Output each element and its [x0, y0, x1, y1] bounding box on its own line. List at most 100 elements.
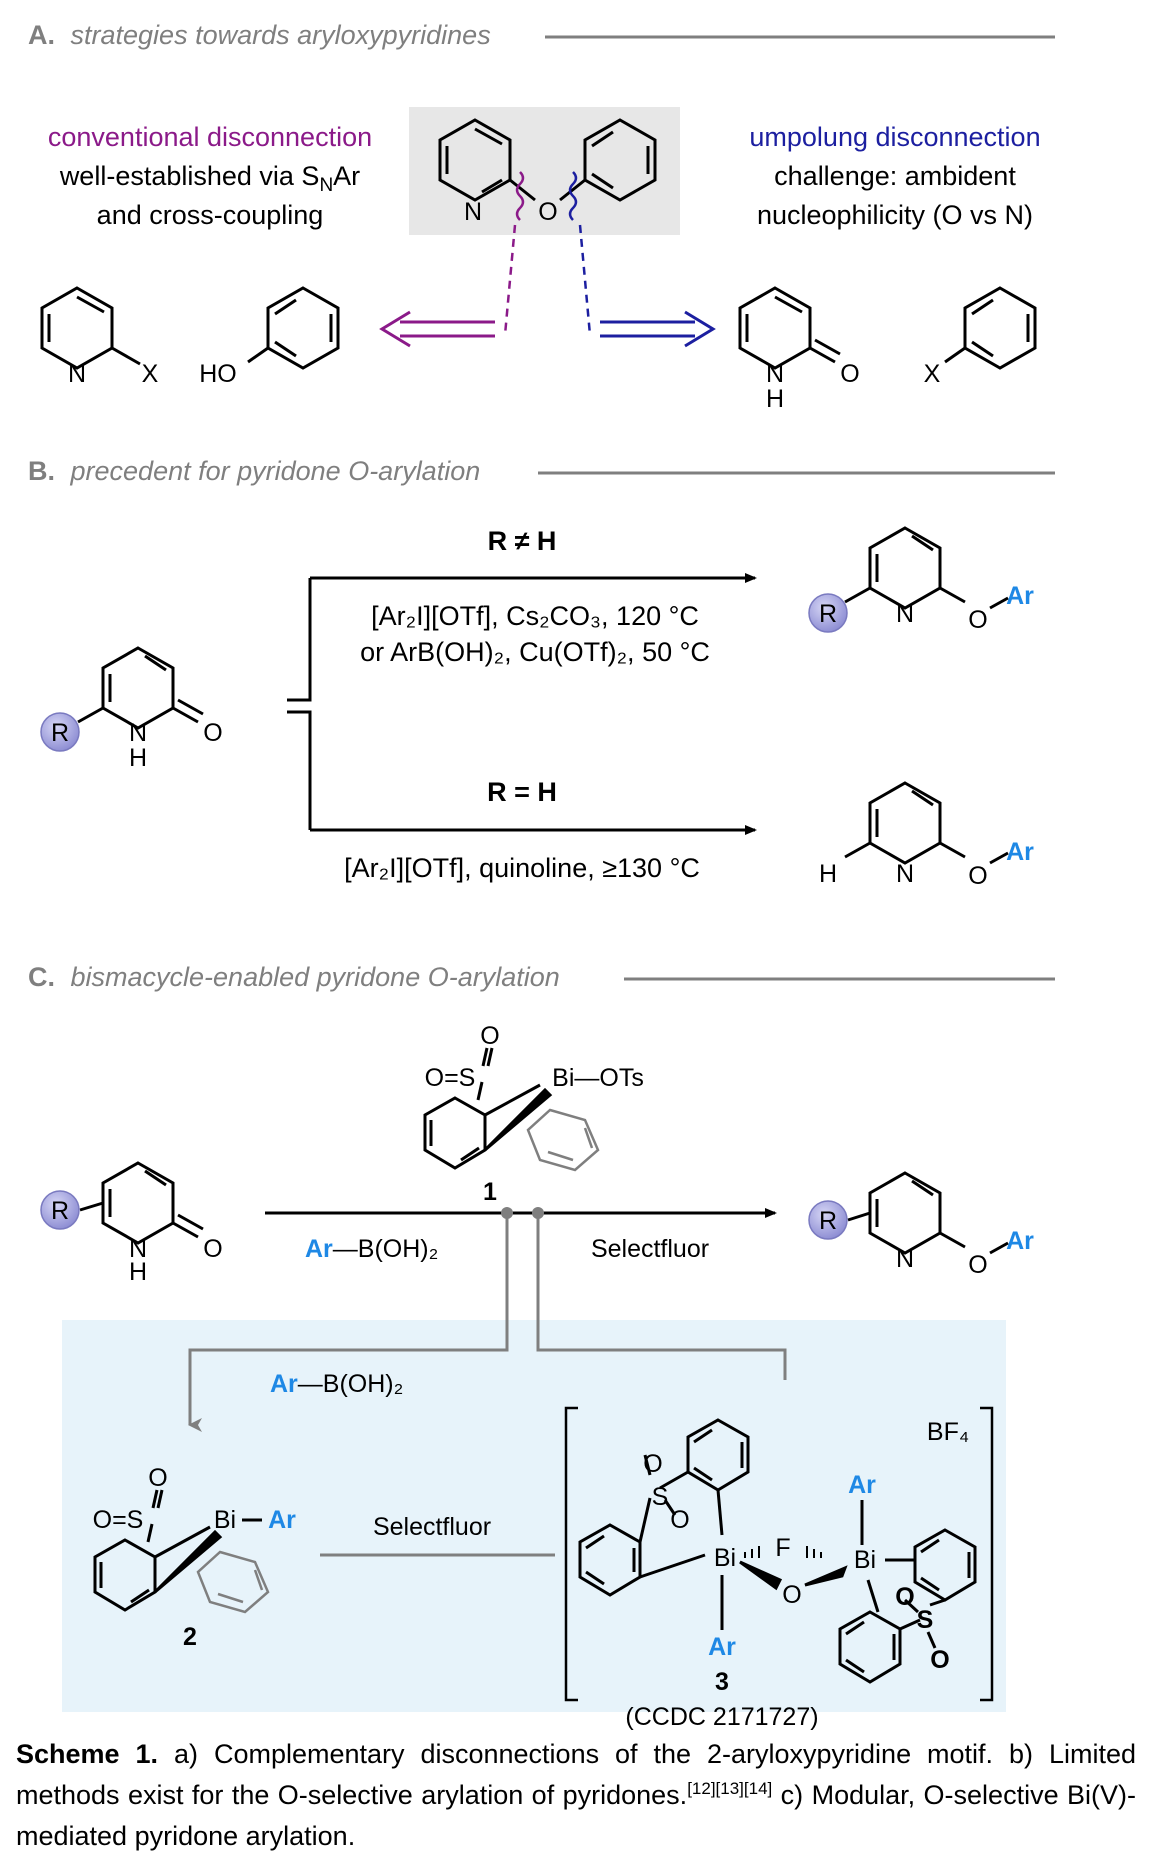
section-b: B. precedent for pyridone O-arylation R …: [28, 456, 1055, 890]
product-c-ar: Ar: [1006, 1227, 1034, 1255]
compound-2-ar: Ar: [268, 1506, 296, 1534]
product-b-bottom-n: N: [896, 860, 914, 888]
halopyridine-structure: [40, 286, 141, 370]
selectfluor-label-box: Selectfluor: [373, 1513, 491, 1541]
aryloxypyridine-structure: [438, 118, 657, 202]
r-group-ball-b-product: [808, 593, 848, 633]
conventional-retro-arrow: [379, 310, 495, 348]
phenol-ho: HO: [199, 360, 237, 388]
bismacycle-1-bi-ots: Bi—OTs: [552, 1064, 644, 1092]
bismacycle-1-sulfone-o: O: [480, 1022, 499, 1050]
compound-3-s-right: S: [917, 1606, 934, 1634]
section-c-header: C. bismacycle-enabled pyridone O-arylati…: [28, 962, 560, 992]
compound-2-label: 2: [183, 1623, 197, 1651]
phenol-structure: [247, 286, 340, 370]
arylhalide-structure: [944, 286, 1037, 370]
section-c-letter: C.: [28, 962, 55, 992]
product-c-n: N: [896, 1245, 914, 1273]
arylboronic-label-top: Ar—B(OH)₂: [305, 1235, 438, 1263]
section-a-title: strategies towards aryloxypyridines: [71, 20, 491, 50]
ether-o-atom: O: [538, 198, 557, 226]
pyridone-b-h: H: [129, 744, 147, 772]
compound-2-bi: Bi: [214, 1506, 236, 1534]
conventional-dashed-line: [503, 224, 517, 336]
section-b-title: precedent for pyridone O-arylation: [70, 456, 481, 486]
compound-3-s-left: S: [652, 1483, 669, 1511]
compound-3-o-top: O: [643, 1450, 662, 1478]
halopyridine-x: X: [142, 360, 159, 388]
product-b-bottom-structure: [844, 781, 1009, 865]
compound-3-o-right-bottom: O: [930, 1646, 949, 1674]
compound-3-structure: [578, 1418, 977, 1684]
umpolung-line1: challenge: ambident: [774, 161, 1016, 191]
conventional-line1: well-established via SNAr: [59, 161, 360, 196]
product-b-bottom-h: H: [819, 860, 837, 888]
reagents-bottom: [Ar₂I][OTf], quinoline, ≥130 °C: [344, 853, 700, 883]
product-b-top-n: N: [896, 600, 914, 628]
compound-3-o-right-top: O: [895, 1583, 914, 1611]
compound-3-left-bracket: [564, 1406, 578, 1702]
product-c-o: O: [968, 1251, 987, 1279]
section-b-header: B. precedent for pyridone O-arylation: [28, 456, 480, 486]
compound-3-bi-right: Bi: [854, 1546, 876, 1574]
pyridone-a-structure: [738, 286, 841, 370]
section-c-title: bismacycle-enabled pyridone O-arylation: [71, 962, 560, 992]
section-c: C. bismacycle-enabled pyridone O-arylati…: [28, 962, 1055, 1731]
compound-3-bridging-o: O: [782, 1581, 801, 1609]
umpolung-heading: umpolung disconnection: [749, 122, 1040, 152]
compound-2-back-ring: [196, 1550, 270, 1614]
product-b-top-o: O: [968, 606, 987, 634]
selectfluor-label-top: Selectfluor: [591, 1235, 709, 1263]
compound-3-label: 3: [715, 1668, 729, 1696]
section-b-letter: B.: [28, 456, 55, 486]
reagents-top-line1: [Ar₂I][OTf], Cs₂CO₃, 120 °C: [371, 601, 699, 631]
halopyridine-n: N: [68, 360, 86, 388]
umpolung-line2: nucleophilicity (O vs N): [757, 200, 1033, 230]
section-a-letter: A.: [28, 20, 55, 50]
pyridone-c-structure: [79, 1161, 204, 1245]
bismacycle-1-os: O=S: [425, 1064, 476, 1092]
compound-3-ccdc: (CCDC 2171727): [625, 1703, 818, 1731]
mechanism-arrow-to-2: [188, 1213, 509, 1432]
product-b-top-ar: Ar: [1006, 582, 1034, 610]
compound-2-structure: [93, 1489, 223, 1612]
pyridone-b-structure: [77, 646, 204, 730]
product-c-r: R: [819, 1207, 837, 1235]
umpolung-wavy-break: [568, 171, 578, 221]
product-b-top-structure: [844, 526, 1009, 610]
compound-3-bi-left: Bi: [714, 1544, 736, 1572]
compound-3-right-bracket: [980, 1406, 994, 1702]
pyridone-b-n: N: [129, 719, 147, 747]
compound-3-o-left: O: [670, 1506, 689, 1534]
bismacycle-1-structure: [423, 1047, 553, 1170]
condition-r-not-h: R ≠ H: [488, 526, 557, 556]
conventional-wavy-break: [515, 171, 525, 221]
pyridone-b-o: O: [203, 719, 222, 747]
pyridone-c-r: R: [51, 1197, 69, 1225]
caption-text-1: a) Complementary disconnections of the 2…: [16, 1739, 1136, 1810]
umpolung-retro-arrow: [600, 310, 716, 348]
r-group-ball-c-product: [808, 1200, 848, 1240]
pyridone-c-n: N: [129, 1235, 147, 1263]
section-a-header: A. strategies towards aryloxypyridines: [28, 20, 491, 50]
reagents-top-line2: or ArB(OH)₂, Cu(OTf)₂, 50 °C: [360, 637, 710, 667]
pyridone-b-r: R: [51, 719, 69, 747]
bismacycle-1-back-ring: [526, 1108, 600, 1172]
pyr-n-atom: N: [464, 198, 482, 226]
conventional-line2: and cross-coupling: [97, 200, 324, 230]
scheme-caption: Scheme 1. a) Complementary disconnection…: [16, 1734, 1136, 1857]
pyridone-a-n: N: [766, 360, 784, 388]
pyridone-a-o: O: [840, 360, 859, 388]
compound-3-ar-top: Ar: [848, 1471, 876, 1499]
arylboronic-label-box: Ar—B(OH)₂: [270, 1370, 403, 1398]
compound-3-ar-bottom: Ar: [708, 1633, 736, 1661]
mechanism-box: [62, 1320, 1006, 1712]
compound-2-sulfone-o: O: [148, 1464, 167, 1492]
umpolung-dashed-line: [578, 224, 592, 336]
arylhalide-x: X: [924, 360, 941, 388]
compound-3-f: F: [775, 1534, 790, 1562]
r-group-ball-b-start: [40, 712, 80, 752]
caption-text-2: c) Modular, O-selective Bi(V)-mediated p…: [16, 1780, 1136, 1851]
pyridone-a-h: H: [766, 385, 784, 413]
